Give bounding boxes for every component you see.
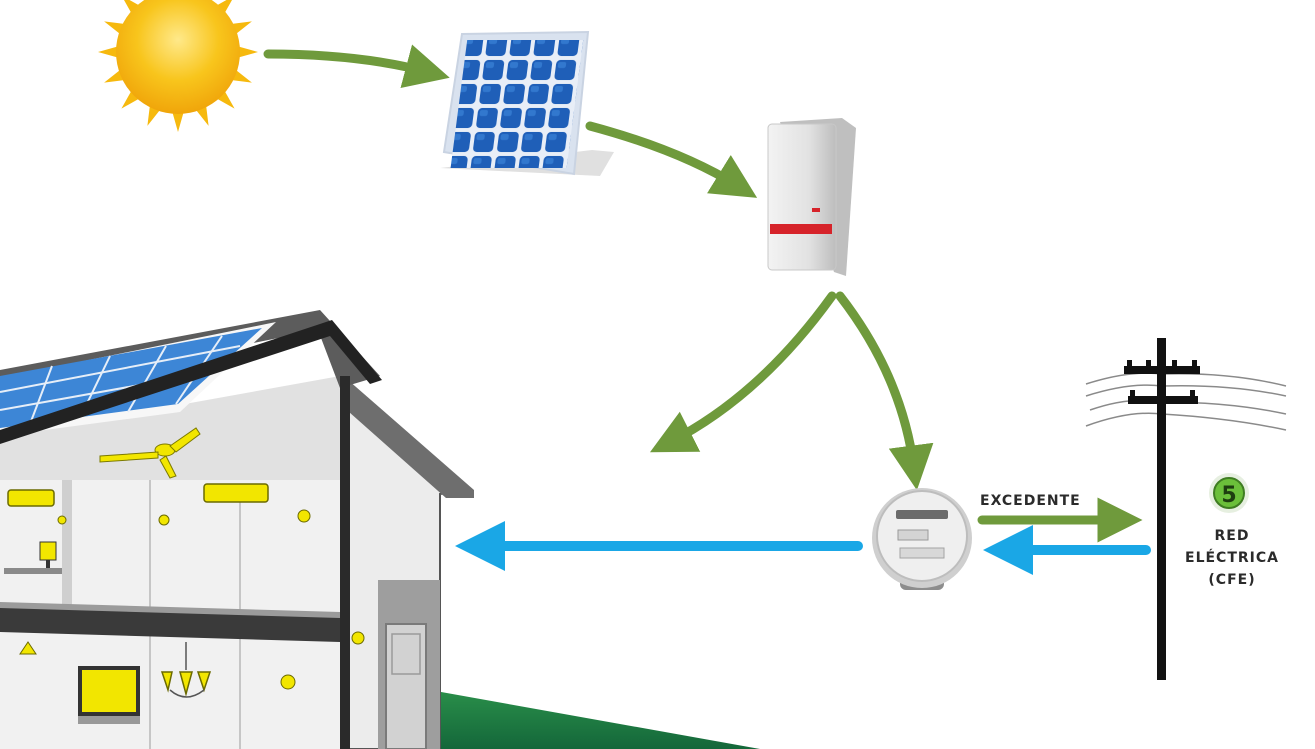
ceiling-fan-icon — [99, 427, 201, 479]
grid-badge-number: 5 — [1221, 483, 1236, 508]
solar-panel-icon — [440, 30, 614, 176]
excedente-label: EXCEDENTE — [980, 493, 1081, 509]
consumption-flow-arrows — [455, 521, 1151, 575]
generation-flow-arrows — [263, 44, 1143, 543]
grid-label-line2: ELÉCTRICA — [1185, 549, 1279, 566]
arrow-inverter-to-meter — [835, 291, 934, 491]
chandelier-icon — [160, 642, 212, 698]
wall-lamp-icon — [19, 509, 365, 690]
computer-icon — [4, 541, 62, 574]
door-icon — [378, 580, 440, 749]
arrow-panel-to-inverter — [585, 121, 758, 198]
lawn — [380, 690, 760, 749]
arrow-inverter-to-house — [649, 291, 837, 453]
electric-meter-icon — [872, 488, 972, 590]
arrow-sun-to-panel — [263, 44, 450, 88]
sun-icon — [98, 0, 258, 132]
grid-badge: 5 — [1209, 473, 1249, 513]
air-conditioner-icon — [7, 483, 269, 507]
inverter-icon — [767, 118, 856, 276]
house-icon — [0, 310, 474, 749]
grid-label-line3: (CFE) — [1208, 572, 1255, 588]
grid-label-line1: RED — [1215, 528, 1250, 544]
power-pole-icon — [1085, 338, 1287, 680]
tv-icon — [78, 666, 140, 724]
